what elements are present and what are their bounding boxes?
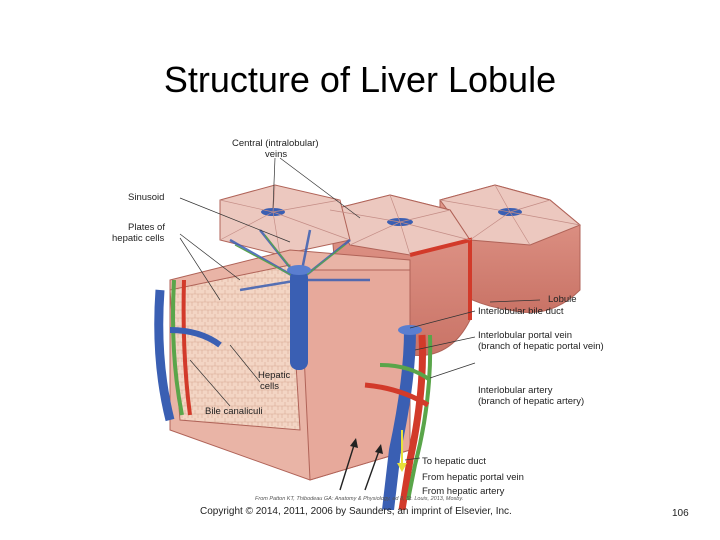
leader-lines (179, 157, 541, 461)
label-artery-line1: Interlobular artery (478, 385, 553, 396)
label-bile-duct: Interlobular bile duct (478, 306, 564, 317)
label-artery-line2: (branch of hepatic artery) (478, 396, 585, 407)
slide-title: Structure of Liver Lobule (163, 59, 557, 100)
label-plates-line2: hepatic cells (112, 233, 165, 244)
page-number: 106 (672, 508, 689, 519)
lobule-cutaway (169, 229, 411, 481)
copyright-notice: Copyright © 2014, 2011, 2006 by Saunders… (200, 506, 512, 517)
label-central-vein-line1: Central (intralobular) (232, 138, 319, 149)
label-from-hepatic-artery: From hepatic artery (422, 486, 505, 497)
radial-plates (219, 184, 581, 256)
label-central-vein-line2: veins (265, 149, 288, 160)
label-hepatic-cells-line2: cells (260, 381, 280, 392)
figure-credit: From Patton KT, Thibodeau GA: Anatomy & … (255, 496, 464, 502)
liver-lobule-figure: Central (intralobular) veins Sinusoid Pl… (110, 130, 620, 510)
label-plates-line1: Plates of (128, 222, 165, 233)
left-portal-triad (154, 279, 222, 422)
label-sinusoid: Sinusoid (128, 192, 165, 203)
label-to-hepatic-duct: To hepatic duct (422, 456, 486, 467)
label-from-portal-vein: From hepatic portal vein (422, 472, 524, 483)
label-portal-vein-line2: (branch of hepatic portal vein) (478, 341, 604, 352)
label-bile-canaliculi: Bile canaliculi (205, 406, 263, 417)
label-lobule: Lobule (548, 294, 577, 305)
label-portal-vein-line1: Interlobular portal vein (478, 330, 572, 341)
label-hepatic-cells-line1: Hepatic (258, 370, 291, 381)
flow-arrows (339, 430, 407, 491)
right-portal-triad (364, 325, 433, 510)
liver-lobule-illustration (154, 157, 581, 510)
